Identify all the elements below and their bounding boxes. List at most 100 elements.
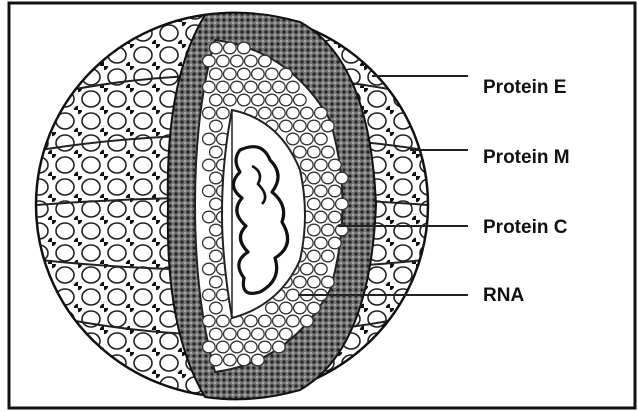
capsid-subunit: [210, 42, 223, 54]
capsid-subunit: [280, 94, 293, 106]
capsid-subunit: [315, 185, 328, 197]
capsid-subunit: [287, 81, 300, 93]
capsid-subunit: [259, 341, 272, 353]
capsid-subunit: [336, 172, 349, 184]
capsid-subunit: [203, 315, 216, 327]
capsid-subunit: [287, 315, 300, 327]
capsid-subunit: [245, 55, 258, 67]
capsid-subunit: [322, 250, 335, 262]
capsid-subunit: [294, 302, 307, 314]
capsid-subunit: [322, 276, 335, 288]
capsid-subunit: [301, 133, 314, 145]
capsid-subunit: [259, 81, 272, 93]
capsid-subunit: [266, 302, 279, 314]
capsid-subunit: [252, 68, 265, 80]
capsid-subunit: [238, 42, 251, 54]
label-protein-e: Protein E: [483, 77, 566, 98]
capsid-subunit: [238, 68, 251, 80]
capsid-subunit: [301, 315, 314, 327]
capsid-subunit: [308, 198, 321, 210]
capsid-subunit: [322, 146, 335, 158]
capsid-subunit: [203, 211, 216, 223]
capsid-subunit: [308, 172, 321, 184]
capsid-subunit: [280, 68, 293, 80]
capsid-subunit: [224, 68, 237, 80]
capsid-subunit: [231, 81, 244, 93]
capsid-subunit: [217, 341, 230, 353]
capsid-subunit: [224, 354, 237, 366]
capsid-subunit: [287, 107, 300, 119]
capsid-subunit: [210, 146, 223, 158]
capsid-subunit: [259, 315, 272, 327]
capsid-subunit: [217, 81, 230, 93]
capsid-subunit: [287, 133, 300, 145]
capsid-subunit: [245, 315, 258, 327]
capsid-subunit: [308, 224, 321, 236]
capsid-subunit: [252, 94, 265, 106]
capsid-subunit: [203, 81, 216, 93]
capsid-subunit: [315, 133, 328, 145]
capsid-subunit: [287, 289, 300, 301]
capsid-subunit: [322, 120, 335, 132]
capsid-subunit: [294, 276, 307, 288]
capsid-subunit: [203, 263, 216, 275]
capsid-subunit: [273, 315, 286, 327]
capsid-subunit: [315, 107, 328, 119]
capsid-subunit: [280, 120, 293, 132]
capsid-subunit: [210, 68, 223, 80]
capsid-subunit: [322, 224, 335, 236]
capsid-subunit: [329, 159, 342, 171]
capsid-subunit: [210, 172, 223, 184]
capsid-subunit: [210, 224, 223, 236]
capsid-subunit: [308, 146, 321, 158]
capsid-subunit: [210, 94, 223, 106]
capsid-subunit: [217, 315, 230, 327]
capsid-subunit: [266, 68, 279, 80]
capsid-subunit: [245, 81, 258, 93]
capsid-subunit: [294, 94, 307, 106]
capsid-subunit: [308, 250, 321, 262]
capsid-subunit: [203, 133, 216, 145]
capsid-subunit: [322, 172, 335, 184]
capsid-subunit: [203, 55, 216, 67]
capsid-subunit: [301, 107, 314, 119]
capsid-subunit: [203, 159, 216, 171]
capsid-subunit: [273, 81, 286, 93]
capsid-subunit: [217, 107, 230, 119]
capsid-subunit: [315, 263, 328, 275]
capsid-subunit: [315, 211, 328, 223]
capsid-subunit: [245, 341, 258, 353]
label-protein-m: Protein M: [483, 147, 570, 168]
capsid-subunit: [224, 94, 237, 106]
capsid-subunit: [210, 276, 223, 288]
capsid-subunit: [203, 341, 216, 353]
capsid-subunit: [210, 328, 223, 340]
capsid-subunit: [280, 302, 293, 314]
capsid-subunit: [231, 341, 244, 353]
label-protein-c: Protein C: [483, 217, 568, 238]
capsid-subunit: [252, 328, 265, 340]
capsid-subunit: [322, 198, 335, 210]
capsid-subunit: [266, 94, 279, 106]
capsid-subunit: [294, 120, 307, 132]
capsid-subunit: [308, 120, 321, 132]
capsid-subunit: [266, 328, 279, 340]
capsid-subunit: [259, 55, 272, 67]
capsid-subunit: [315, 159, 328, 171]
capsid-subunit: [224, 42, 237, 54]
capsid-subunit: [273, 341, 286, 353]
capsid-subunit: [301, 263, 314, 275]
capsid-subunit: [210, 302, 223, 314]
capsid-subunit: [252, 354, 265, 366]
capsid-subunit: [210, 250, 223, 262]
capsid-subunit: [273, 107, 286, 119]
capsid-subunit: [315, 237, 328, 249]
capsid-subunit: [308, 276, 321, 288]
capsid-subunit: [203, 237, 216, 249]
capsid-subunit: [203, 289, 216, 301]
label-rna: RNA: [483, 285, 524, 306]
capsid-subunit: [301, 159, 314, 171]
capsid-subunit: [231, 55, 244, 67]
capsid-subunit: [203, 185, 216, 197]
